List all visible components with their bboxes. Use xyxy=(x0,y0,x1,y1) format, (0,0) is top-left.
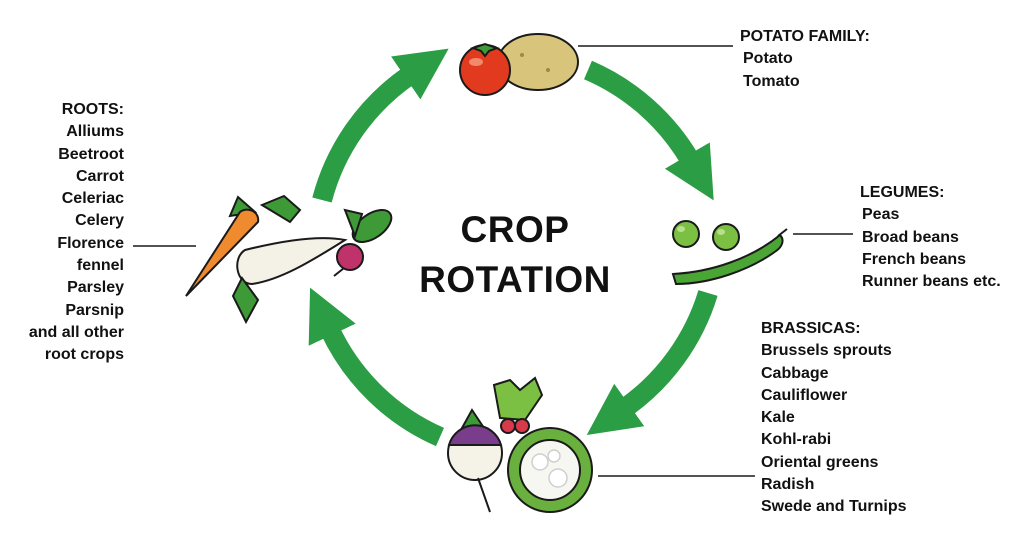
legumes-item: Broad beans xyxy=(862,228,959,246)
potato-family-item: Potato xyxy=(743,50,793,68)
roots-item: root crops xyxy=(44,346,124,364)
potato-family-heading: POTATO FAMILY: xyxy=(740,28,870,45)
peas-pod-icon xyxy=(671,220,788,286)
roots-item: Florence xyxy=(57,234,124,252)
title-line-1: CROP xyxy=(460,209,570,250)
roots-item: Carrot xyxy=(75,167,124,185)
brassicas-item: Swede and Turnips xyxy=(761,498,907,516)
roots-item: and all other xyxy=(28,323,124,341)
brassicas-item: Kale xyxy=(761,409,795,427)
tomato-potato-icon xyxy=(459,33,579,96)
brassicas-item: Cauliflower xyxy=(761,386,848,404)
roots-item: Parsley xyxy=(67,279,124,297)
roots-item: Alliums xyxy=(66,123,124,141)
roots-item: fennel xyxy=(76,257,124,275)
brassicas-item: Radish xyxy=(761,476,815,494)
brassicas-item: Brussels sprouts xyxy=(761,342,892,360)
leader-lines xyxy=(133,45,853,477)
cycle-arrows xyxy=(308,48,718,447)
legumes-label-group: LEGUMES: Peas Broad beans French beans R… xyxy=(860,182,1001,293)
legumes-heading: LEGUMES: xyxy=(860,184,945,201)
potato-family-item: Tomato xyxy=(743,72,800,90)
roots-label-group: ROOTS: Alliums Beetroot Carrot Celeriac … xyxy=(29,99,124,367)
roots-item: Celeriac xyxy=(61,190,124,208)
arrow-legumes-to-brassicas xyxy=(586,289,718,435)
title-line-2: ROTATION xyxy=(419,259,611,300)
roots-item: Celery xyxy=(75,212,124,230)
brassicas-label-group: BRASSICAS: Brussels sprouts Cabbage Caul… xyxy=(761,318,907,519)
brassicas-item: Cabbage xyxy=(761,364,829,382)
potato-family-label-group: POTATO FAMILY: Potato Tomato xyxy=(740,26,870,93)
roots-heading: ROOTS: xyxy=(61,101,124,118)
arrow-brassicas-to-roots xyxy=(308,287,445,447)
diagram-title: CROP ROTATION xyxy=(390,205,640,305)
roots-item: Beetroot xyxy=(58,145,124,163)
arrow-roots-to-potato xyxy=(312,48,449,203)
legumes-item: French beans xyxy=(862,250,967,268)
carrot-parsnip-beet-icon xyxy=(185,194,393,325)
brassicas-heading: BRASSICAS: xyxy=(761,320,861,337)
legumes-item: Runner beans etc. xyxy=(862,273,1001,291)
turnip-radish-cauliflower-icon xyxy=(447,376,593,513)
brassicas-item: Kohl-rabi xyxy=(761,431,832,449)
brassicas-item: Oriental greens xyxy=(761,453,879,471)
roots-item: Parsnip xyxy=(65,301,124,319)
legumes-item: Peas xyxy=(862,206,900,224)
arrow-potato-to-legumes xyxy=(583,60,714,201)
